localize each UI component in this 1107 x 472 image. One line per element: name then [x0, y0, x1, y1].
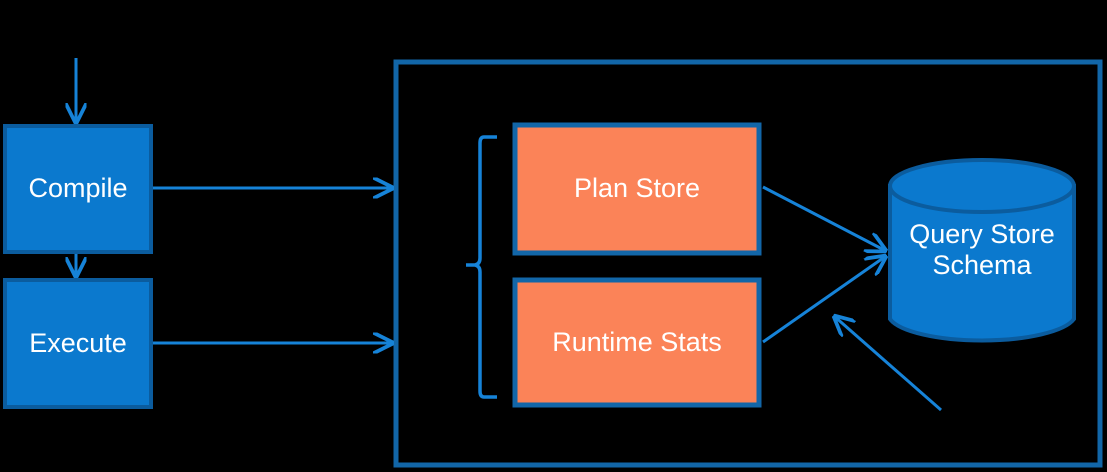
- grouping-brace: [466, 135, 497, 399]
- connector-runtime-stats-to-schema: [762, 256, 886, 344]
- query-store-schema-cylinder[interactable]: [888, 158, 1076, 343]
- plan-store-box[interactable]: [512, 122, 762, 256]
- query-store-container: [393, 59, 1103, 468]
- connector-external-to-schema: [834, 316, 942, 412]
- execute-box[interactable]: [3, 278, 153, 409]
- connector-plan-store-to-schema: [762, 185, 886, 251]
- runtime-stats-box[interactable]: [512, 277, 762, 408]
- compile-box[interactable]: [3, 124, 153, 254]
- cylinder-body: [888, 184, 1076, 343]
- cylinder-top: [888, 158, 1076, 214]
